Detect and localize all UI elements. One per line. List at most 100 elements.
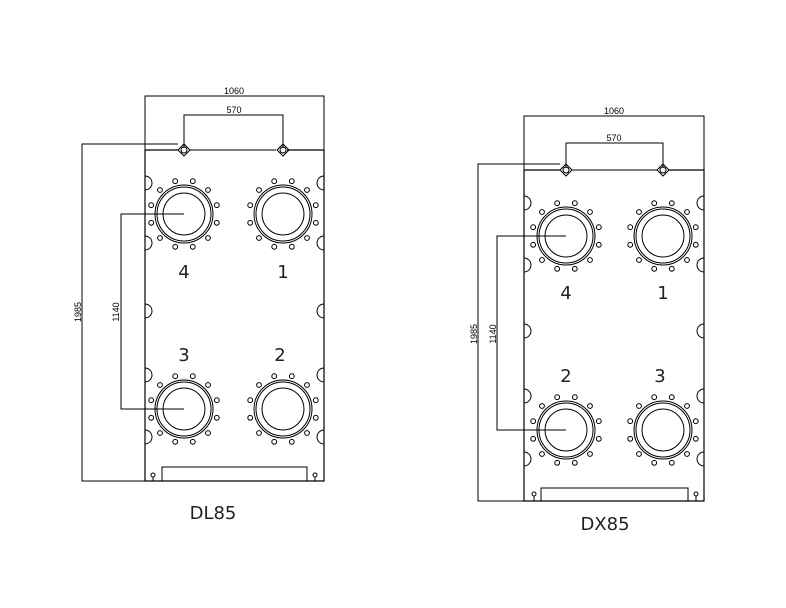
bolt-hole [288, 178, 295, 185]
bolt-hole [157, 382, 163, 388]
dim-line-1985 [477, 163, 560, 502]
bolt-hole [627, 418, 634, 425]
bolt-hole [271, 243, 278, 250]
bolt-hole [684, 403, 690, 409]
bolt-hole [651, 459, 658, 466]
bolt-hole [213, 202, 220, 209]
port-ring [247, 373, 319, 445]
bolt-hole [571, 394, 578, 401]
bolt-hole [148, 414, 155, 421]
bolt-hole [256, 235, 262, 241]
bolt-hole [651, 265, 658, 272]
dim-label-1140: 1140 [111, 302, 121, 321]
bolt-hole [684, 257, 690, 263]
bolt-hole [668, 394, 675, 401]
bolt-hole [247, 414, 254, 421]
bolt-hole [539, 257, 545, 263]
plate-drawing-dx85: 1060 570 4 1 2 3 1140 [469, 106, 705, 535]
bolt-hole [627, 241, 634, 248]
dim-line-1140 [120, 213, 184, 410]
dim-line-1060 [144, 95, 325, 150]
dim-label-570: 570 [606, 133, 621, 143]
bolt-hole [554, 265, 561, 272]
bolt-hole [636, 209, 642, 215]
bolt-hole [684, 209, 690, 215]
bolt-hole [304, 382, 310, 388]
bolt-hole [288, 438, 295, 445]
hanger-lug [656, 163, 670, 177]
bolt-hole [554, 200, 561, 207]
bolt-hole [539, 209, 545, 215]
dim-line-570 [183, 114, 284, 148]
dim-line-1140 [496, 235, 566, 431]
bolt-hole [148, 202, 155, 209]
hanger-lug [177, 143, 191, 157]
plate-drawing-dl85: 1060 570 4 1 [73, 86, 325, 524]
bolt-hole [148, 397, 155, 404]
hanger-lug [559, 163, 573, 177]
bolt-hole [571, 200, 578, 207]
bolt-hole [205, 430, 211, 436]
bolt-hole [205, 235, 211, 241]
bolt-hole [530, 224, 537, 231]
port-ring [247, 178, 319, 250]
bolt-hole [651, 394, 658, 401]
bolt-hole [636, 403, 642, 409]
bolt-hole [651, 200, 658, 207]
bolt-hole [571, 459, 578, 466]
plate-outline [523, 169, 705, 502]
bolt-hole [247, 397, 254, 404]
dim-label-1140: 1140 [488, 324, 498, 343]
bolt-hole [595, 418, 602, 425]
bolt-hole [205, 187, 211, 193]
dim-label-1985: 1985 [73, 302, 83, 322]
bolt-hole [304, 187, 310, 193]
bolt-hole [692, 418, 699, 425]
bolt-hole [271, 373, 278, 380]
bolt-hole [692, 435, 699, 442]
bolt-hole [554, 394, 561, 401]
bolt-hole [530, 418, 537, 425]
bolt-hole [587, 451, 593, 457]
bolt-hole [530, 435, 537, 442]
bolt-hole [636, 257, 642, 263]
bolt-hole [554, 459, 561, 466]
bolt-hole [157, 235, 163, 241]
bolt-hole [668, 265, 675, 272]
bolt-hole [530, 241, 537, 248]
guide-slot [161, 466, 308, 481]
bolt-hole [312, 202, 319, 209]
bolt-hole [172, 243, 179, 250]
bolt-hole [539, 451, 545, 457]
bolt-hole [595, 435, 602, 442]
bolt-hole [189, 178, 196, 185]
bolt-hole [684, 451, 690, 457]
bolt-hole [312, 414, 319, 421]
bolt-hole [595, 224, 602, 231]
bolt-hole [256, 382, 262, 388]
bolt-hole [256, 430, 262, 436]
bolt-hole [213, 414, 220, 421]
bolt-hole [271, 178, 278, 185]
port-label: 3 [178, 345, 189, 366]
bolt-hole [587, 257, 593, 263]
bolt-hole [189, 438, 196, 445]
port-label: 4 [560, 283, 571, 304]
bolt-hole [312, 397, 319, 404]
bolt-hole [304, 430, 310, 436]
port-label: 3 [654, 366, 665, 387]
port-ring [627, 200, 699, 272]
bolt-hole [636, 451, 642, 457]
bolt-hole [157, 430, 163, 436]
bolt-hole [312, 219, 319, 226]
bolt-hole [288, 243, 295, 250]
bolt-hole [668, 200, 675, 207]
bolt-hole [288, 373, 295, 380]
port-label: 1 [657, 283, 668, 304]
dim-label-570: 570 [226, 105, 241, 115]
plate-outline [144, 149, 325, 482]
dim-label-1060: 1060 [224, 86, 244, 96]
bolt-hole [172, 438, 179, 445]
